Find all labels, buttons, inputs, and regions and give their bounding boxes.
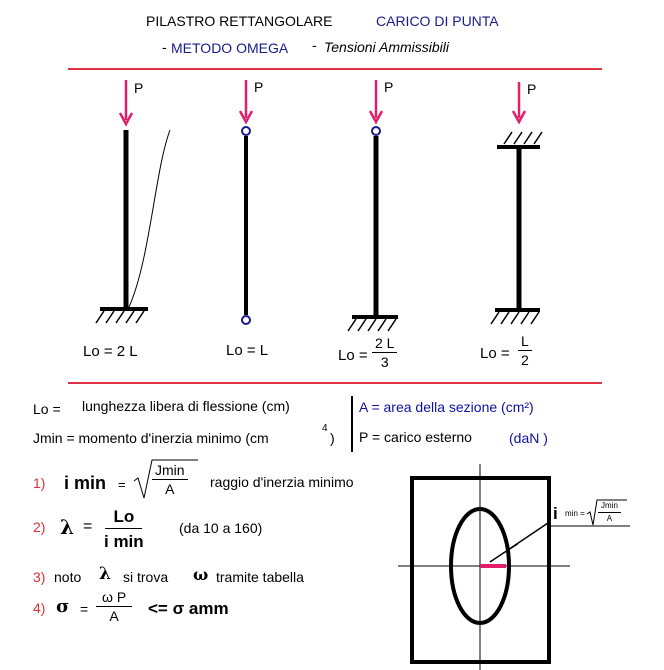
step-2-lhs: λ (60, 515, 75, 539)
load-arrowhead-1 (118, 112, 134, 127)
lo-label-2: Lo = L (226, 342, 269, 359)
load-label-4: P (527, 81, 537, 97)
pin-top-2 (241, 126, 251, 136)
title-line2-a: METODO OMEGA (171, 40, 289, 56)
load-arrowhead-4 (511, 110, 527, 125)
step-4-eq: = (80, 601, 89, 617)
step-2-eq: = (83, 518, 93, 535)
step-3-lambda: λ (99, 564, 111, 584)
lo-label-1: Lo = 2 L (83, 343, 138, 360)
step-1-lhs: i min (64, 473, 107, 493)
def-jmin-close: ) (330, 430, 335, 446)
section-i-frac-den: A (606, 514, 613, 523)
section-i-sub: min = (565, 509, 585, 518)
load-label-3: P (384, 79, 394, 95)
column-cantilever (95, 80, 171, 324)
step-2-note: (da 10 a 160) (179, 520, 263, 536)
step-1-eq: = (118, 477, 126, 492)
buckling-curve-1 (128, 129, 171, 308)
def-p-text: P = carico esterno (359, 429, 472, 445)
def-jmin-exponent: 4 (322, 423, 328, 434)
sqrt-sign-step1 (133, 459, 198, 499)
step-1-fraction: Jmin A (152, 463, 188, 496)
load-label-1: P (134, 80, 144, 96)
title-dash-2: - (312, 37, 317, 53)
def-lo-text: lunghezza libera di flessione (cm) (82, 398, 290, 414)
lo-fraction-3-den: 3 (380, 354, 389, 370)
title-line1-a: PILASTRO RETTANGOLARE (146, 13, 333, 29)
leader-line (489, 522, 549, 563)
hatch-top-4 (503, 131, 543, 145)
load-label-2: P (254, 79, 264, 95)
pin-top-3 (371, 126, 381, 136)
hatch-base-1 (95, 310, 145, 324)
hatch-base-4 (490, 311, 540, 325)
column-fixed-fixed (490, 82, 543, 325)
load-arrowhead-3 (368, 110, 384, 125)
step-1-note: raggio d'inerzia minimo (210, 474, 354, 490)
title-dash-1: - (162, 39, 167, 55)
step-3-number: 3) (33, 569, 46, 585)
step-4-fraction: ω P A (96, 590, 133, 624)
step-4-lhs: σ (56, 596, 70, 617)
middle-rule (68, 382, 602, 384)
load-arrowhead-2 (238, 110, 254, 125)
pin-bottom-2 (241, 315, 251, 325)
lo-fraction-4-den: 2 (521, 352, 529, 368)
step-2-fraction: Lo i min (104, 508, 144, 550)
title-line1-b: CARICO DI PUNTA (376, 13, 499, 29)
top-rule (68, 68, 602, 70)
lo-label-3-prefix: Lo = (338, 347, 368, 364)
title-line2-b: Tensioni Ammissibili (324, 39, 450, 55)
step-1-number: 1) (33, 475, 46, 491)
step-4-rhs: <= σ amm (148, 599, 229, 618)
sqrt-sign-section (586, 499, 627, 526)
def-a-text: A = area della sezione (cm²) (359, 399, 534, 415)
step-4-number: 4) (33, 600, 46, 616)
leader-tick (498, 543, 519, 557)
section-i-frac-num: Jmin (598, 502, 621, 513)
hatch-base-3 (347, 318, 397, 332)
step-2-number: 2) (33, 519, 46, 535)
section-i-label: i (553, 504, 558, 523)
def-lo-label: Lo = (33, 401, 61, 417)
step-4-frac-num: ω P (96, 590, 133, 607)
step-3-text-b: si trova (123, 569, 169, 585)
section-i-fraction: Jmin A (598, 502, 621, 523)
step-2-frac-num: Lo (105, 508, 143, 529)
lo-label-4-prefix: Lo = (480, 345, 510, 362)
inertia-ellipse (449, 507, 511, 625)
lo-fraction-3: 2 L 3 (372, 336, 398, 370)
step-3-omega: ω (193, 565, 209, 584)
lo-fraction-4: L 2 (518, 334, 532, 367)
lo-fraction-4-num: L (518, 334, 532, 351)
section-drawing (398, 464, 630, 670)
step-1-frac-num: Jmin (152, 463, 188, 480)
step-2-frac-den: i min (104, 532, 144, 551)
def-p-unit: (daN ) (509, 430, 548, 446)
step-3-text-a: noto (54, 569, 82, 585)
step-3-text-c: tramite tabella (216, 569, 304, 585)
column-pinned-pinned (238, 80, 254, 325)
lo-fraction-3-num: 2 L (372, 336, 398, 353)
step-4-frac-den: A (109, 608, 119, 624)
def-jmin-text: Jmin = momento d'inerzia minimo (cm (33, 430, 269, 446)
step-1-frac-den: A (165, 481, 175, 497)
column-pinned-fixed (347, 80, 398, 332)
